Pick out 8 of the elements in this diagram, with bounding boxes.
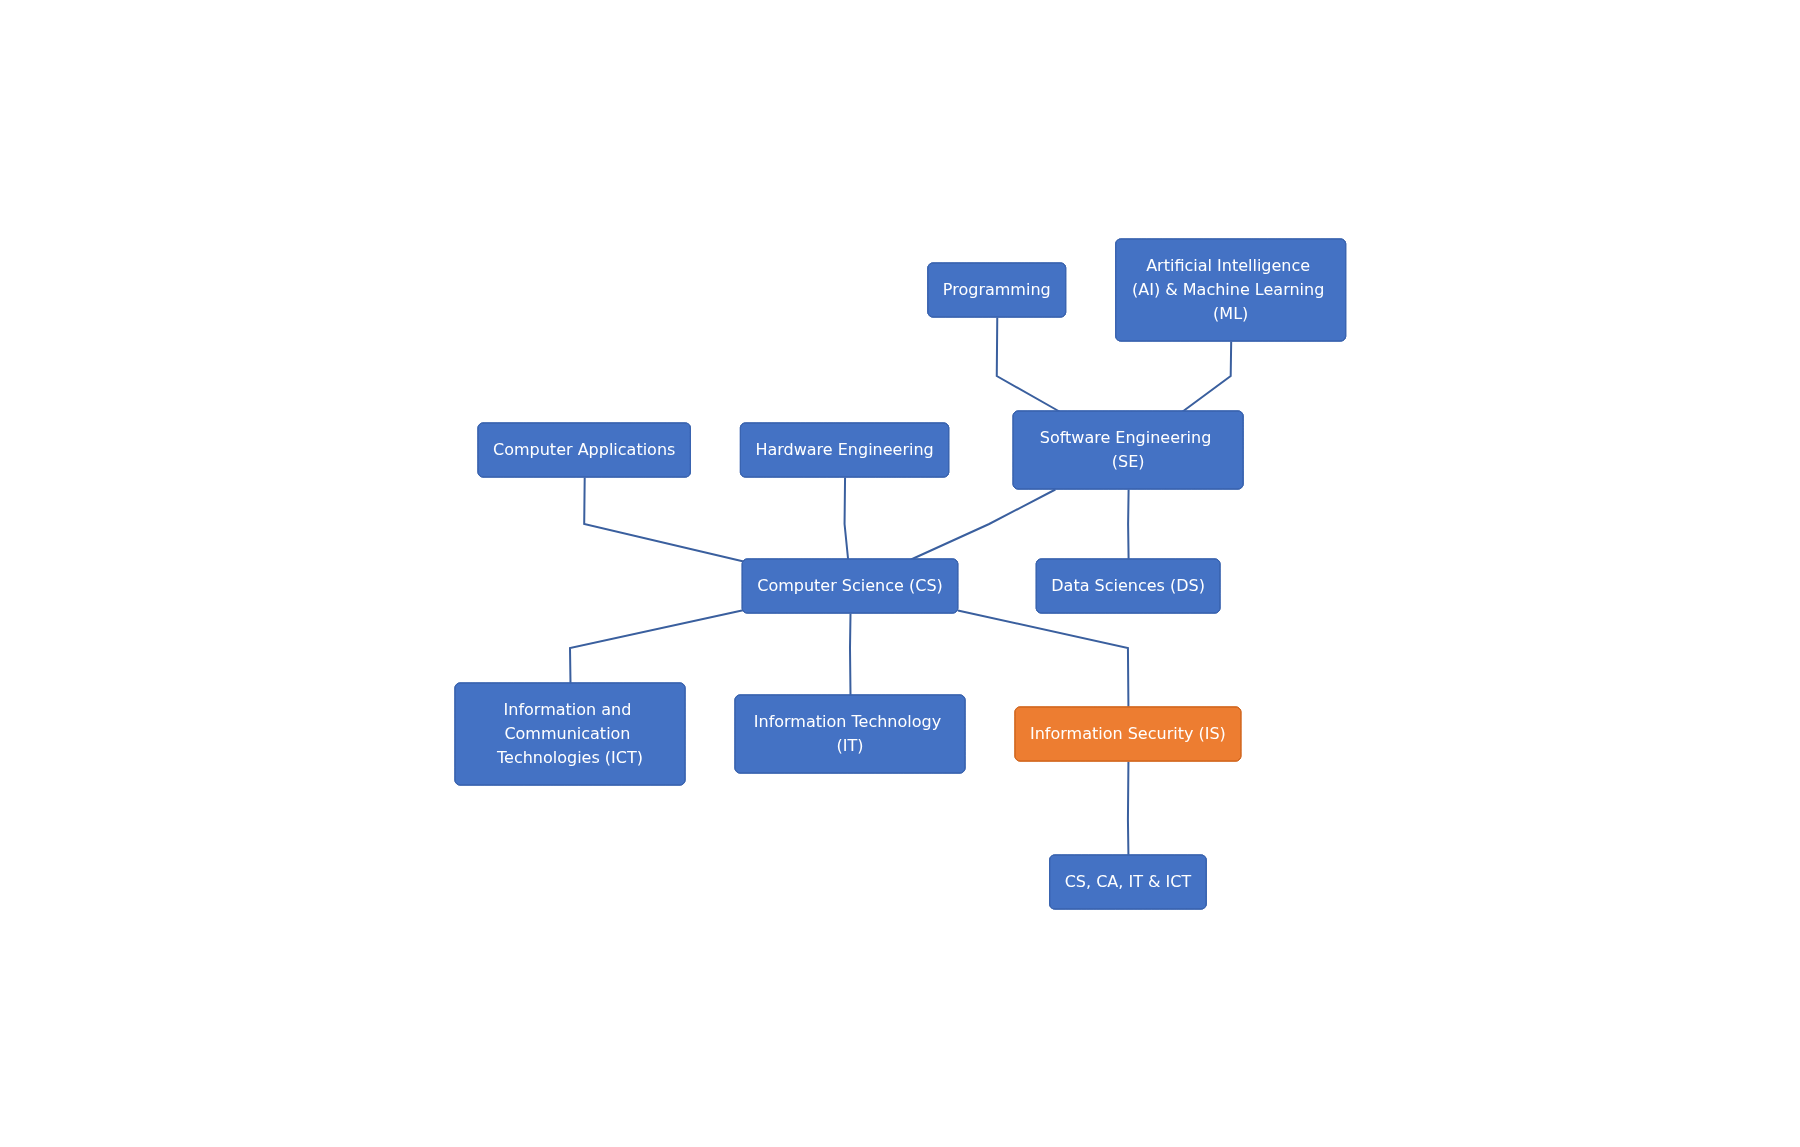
connector [568, 608, 744, 684]
connector [843, 476, 849, 560]
connector [1126, 488, 1130, 560]
connector [848, 612, 852, 696]
connector [1181, 340, 1232, 412]
connector [582, 476, 745, 563]
connector [1126, 760, 1130, 856]
connector [956, 608, 1130, 708]
